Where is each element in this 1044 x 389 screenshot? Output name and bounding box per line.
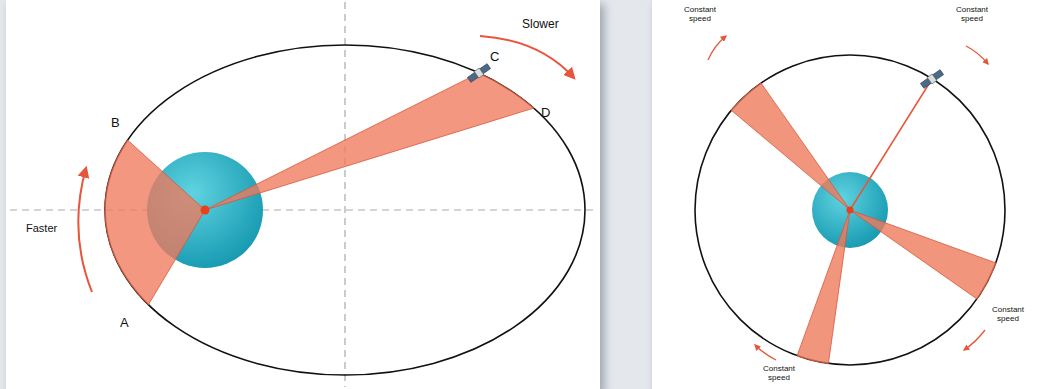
elliptical-orbit: [105, 45, 585, 375]
minor-axis: [344, 2, 345, 387]
circular-orbit: [695, 55, 1005, 365]
point-letter: D: [541, 106, 550, 120]
speed-label: Slower: [522, 18, 559, 31]
speed-label: Constant speed: [986, 306, 1030, 324]
speed-label: Constant speed: [950, 6, 994, 24]
right-panel: [652, 0, 1044, 389]
point-letter: A: [120, 316, 129, 330]
direction-arrow: [480, 36, 574, 78]
speed-label: Constant speed: [757, 365, 801, 383]
point-letter: B: [111, 116, 120, 130]
swept-area: [105, 140, 205, 305]
speed-label: Constant speed: [678, 6, 722, 24]
major-axis: [10, 209, 598, 210]
point-letter: C: [490, 50, 499, 64]
direction-arrow: [755, 345, 776, 360]
speed-label: Faster: [26, 222, 57, 234]
swept-area: [797, 210, 850, 364]
direction-arrow: [708, 36, 726, 60]
radius-line: [850, 79, 932, 210]
satellite: [467, 64, 490, 83]
swept-area: [205, 73, 534, 210]
swept-area: [850, 210, 996, 299]
focus-dot: [201, 206, 210, 215]
satellite: [920, 70, 943, 89]
direction-arrow: [964, 330, 985, 350]
direction-arrow: [966, 46, 988, 64]
swept-area: [731, 83, 850, 210]
direction-arrow: [78, 168, 92, 292]
left-panel: [6, 0, 600, 389]
focus-dot: [847, 207, 854, 214]
